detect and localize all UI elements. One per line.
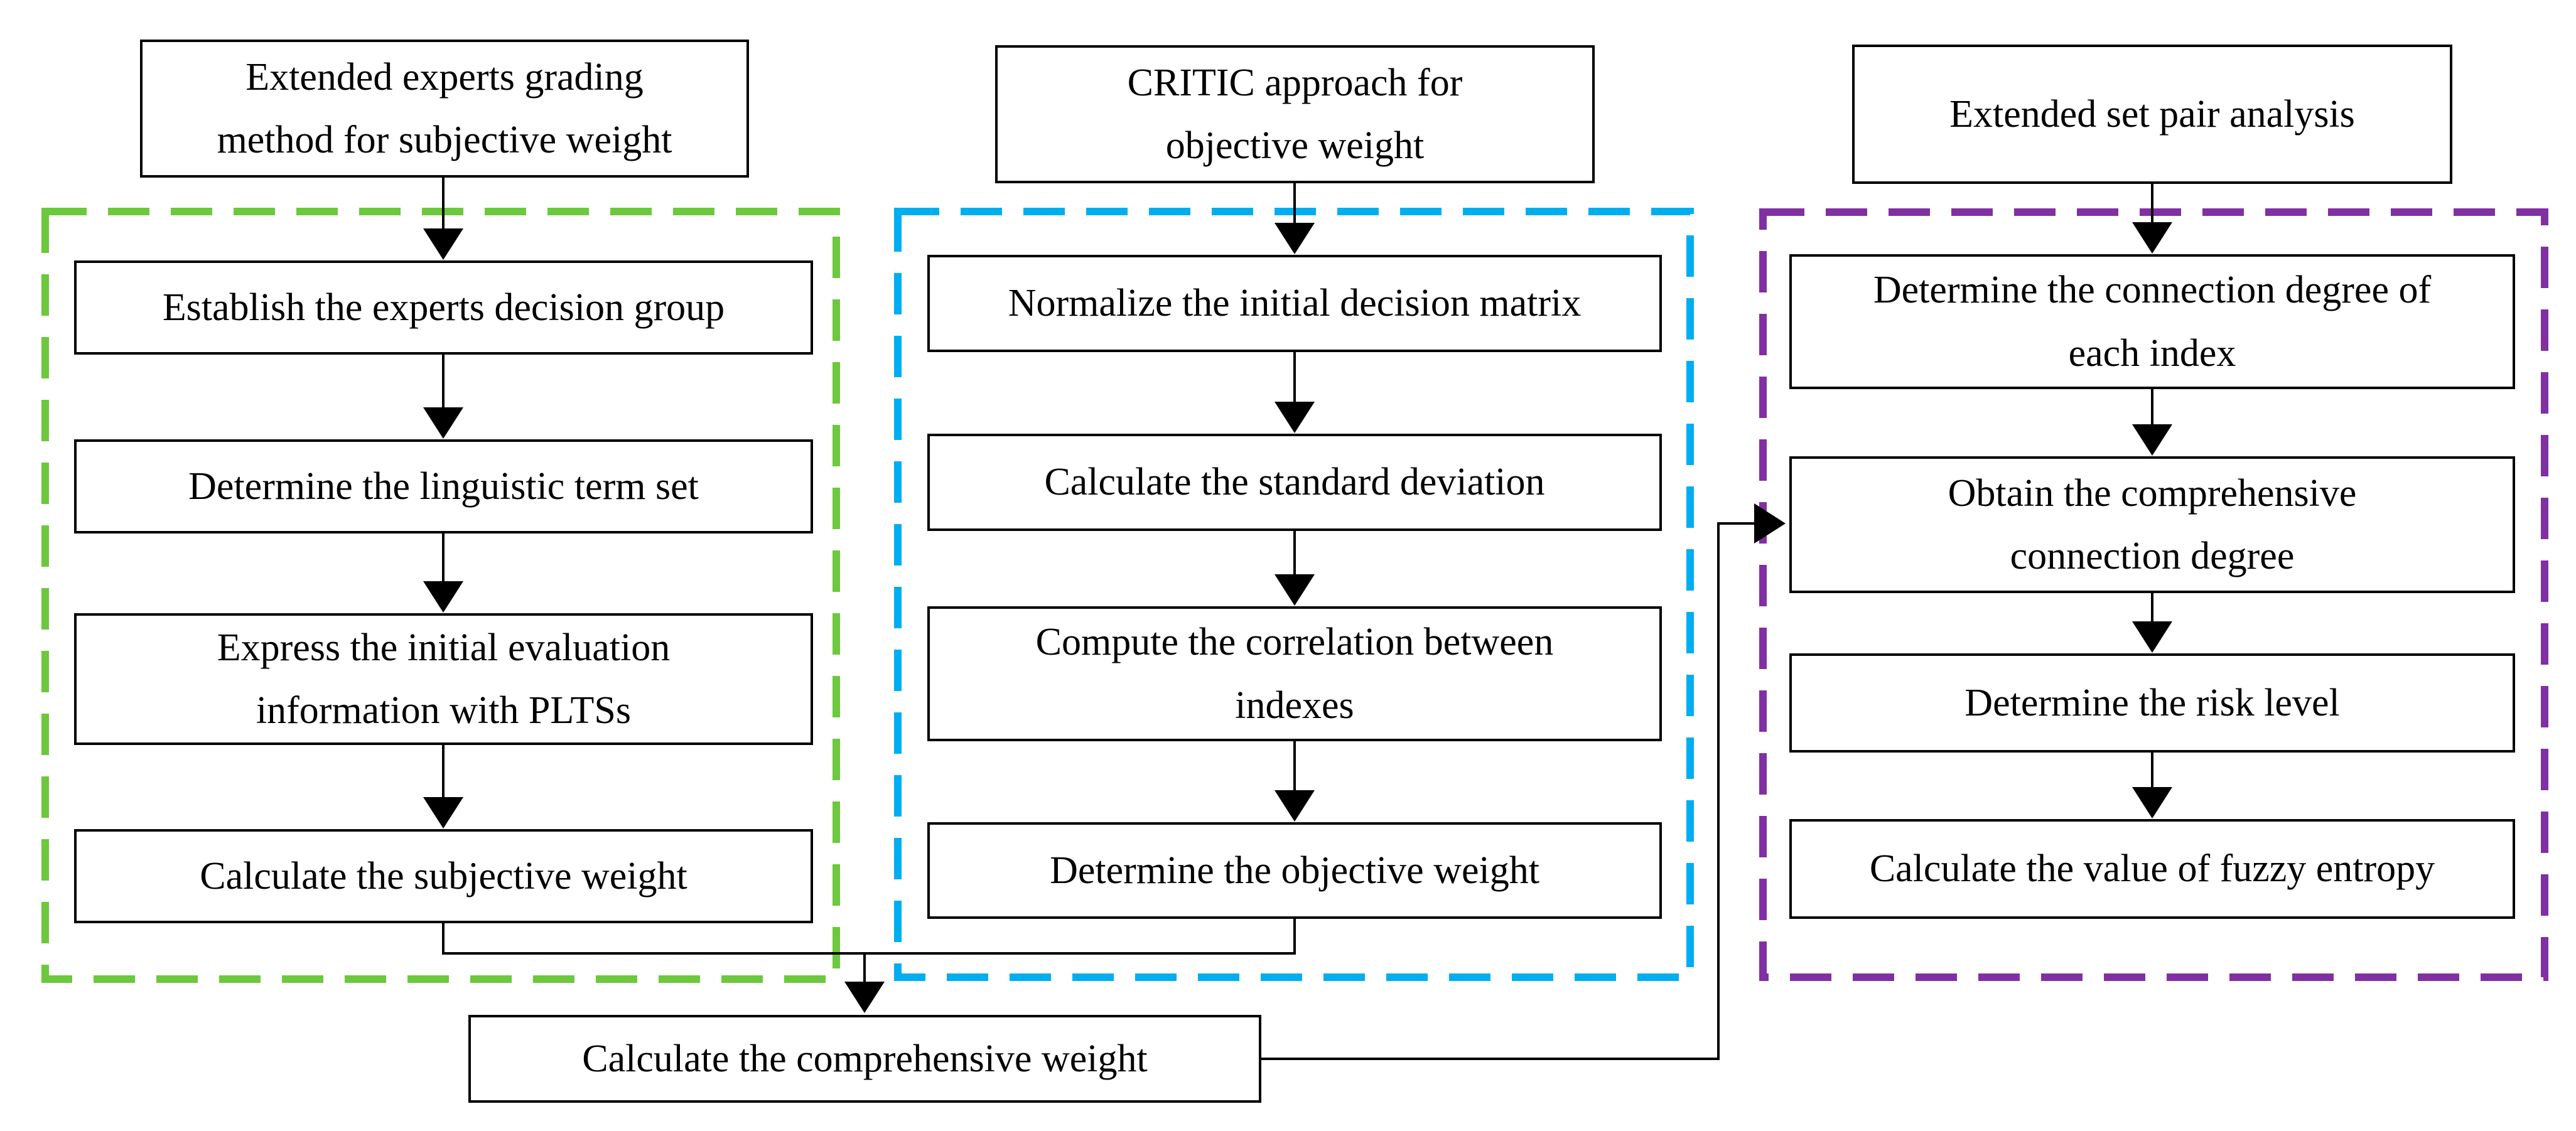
step-determine-connection-degree-each-index: Determine the connection degree of each … bbox=[1789, 254, 2515, 389]
step-compute-correlation-between-indexes: Compute the correlation between indexes bbox=[927, 606, 1662, 741]
step-label: Determine the risk level bbox=[1964, 681, 2340, 724]
arrow-comprehensive-weight-to-connection-degree bbox=[1261, 503, 1786, 1060]
step-label: Calculate the standard deviation bbox=[1044, 461, 1545, 504]
step-label: Express the initial evaluation informati… bbox=[217, 626, 671, 732]
step-determine-linguistic-term-set: Determine the linguistic term set bbox=[74, 439, 813, 533]
step-label: Determine the linguistic term set bbox=[188, 464, 699, 508]
connector-critic-to-merge bbox=[865, 919, 1296, 955]
step-label: Determine the connection degree of each … bbox=[1873, 269, 2432, 375]
step-normalize-initial-decision-matrix: Normalize the initial decision matrix bbox=[927, 255, 1662, 352]
step-calculate-subjective-weight: Calculate the subjective weight bbox=[74, 829, 813, 923]
header-subjective-weight-method: Extended experts grading method for subj… bbox=[140, 40, 749, 178]
header-label: Extended set pair analysis bbox=[1949, 92, 2355, 136]
step-label: Calculate the value of fuzzy entropy bbox=[1869, 847, 2435, 891]
flow-connectors bbox=[423, 178, 2172, 1060]
step-label: Determine the objective weight bbox=[1050, 849, 1539, 892]
header-extended-set-pair-analysis: Extended set pair analysis bbox=[1852, 45, 2452, 184]
step-determine-objective-weight: Determine the objective weight bbox=[927, 822, 1662, 919]
header-critic-objective-weight: CRITIC approach for objective weight bbox=[995, 45, 1595, 183]
header-label: Extended experts grading method for subj… bbox=[217, 55, 672, 161]
step-label: Calculate the subjective weight bbox=[200, 854, 687, 898]
subjective-method-frame bbox=[41, 208, 840, 983]
step-obtain-comprehensive-connection-degree: Obtain the comprehensive connection degr… bbox=[1789, 456, 2515, 593]
step-label: Compute the correlation between indexes bbox=[1035, 621, 1554, 727]
step-calculate-standard-deviation: Calculate the standard deviation bbox=[927, 434, 1662, 531]
step-label: Normalize the initial decision matrix bbox=[1008, 282, 1582, 325]
step-calculate-comprehensive-weight: Calculate the comprehensive weight bbox=[468, 1015, 1261, 1103]
step-label: Establish the experts decision group bbox=[162, 286, 725, 329]
step-express-initial-evaluation-with-pltss: Express the initial evaluation informati… bbox=[74, 613, 813, 745]
header-label: CRITIC approach for objective weight bbox=[1127, 61, 1463, 167]
connector-subjective-to-merge bbox=[442, 923, 865, 955]
step-label: Obtain the comprehensive connection degr… bbox=[1948, 471, 2357, 577]
step-establish-experts-decision-group: Establish the experts decision group bbox=[74, 260, 813, 355]
step-label: Calculate the comprehensive weight bbox=[582, 1037, 1148, 1080]
step-determine-risk-level: Determine the risk level bbox=[1789, 653, 2515, 753]
set-pair-frame bbox=[1759, 208, 2548, 981]
step-calculate-value-of-fuzzy-entropy: Calculate the value of fuzzy entropy bbox=[1789, 819, 2515, 919]
